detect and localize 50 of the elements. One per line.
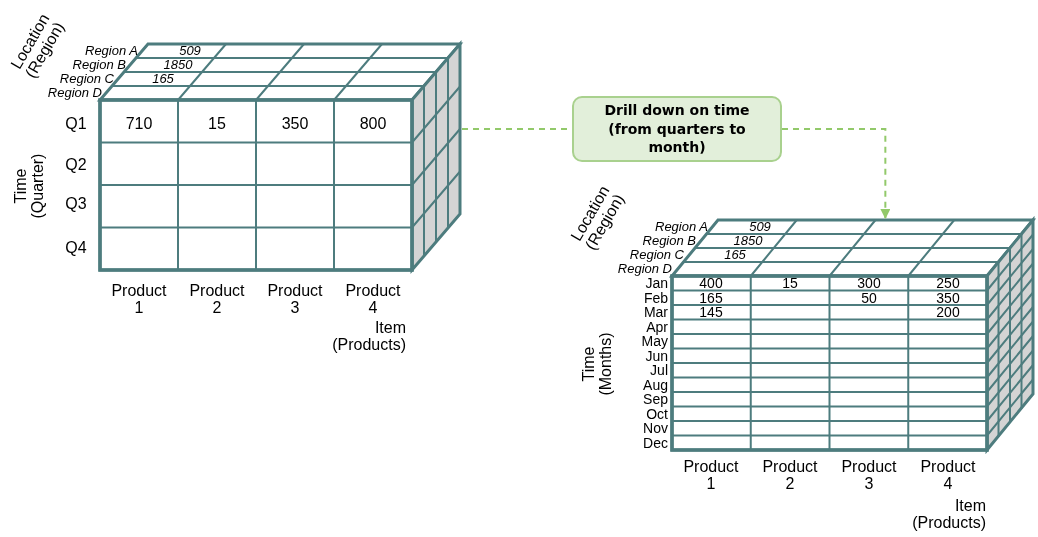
product-label: Product 1 <box>110 283 168 317</box>
product-label: Product 4 <box>919 459 977 493</box>
region-label: Region D <box>47 86 102 100</box>
product-label: Product 4 <box>344 283 402 317</box>
cell-value: 710 <box>125 115 153 133</box>
month-label: Nov <box>643 420 668 436</box>
product-label: Product 3 <box>840 459 898 493</box>
product-label: Product 1 <box>682 459 740 493</box>
cell-value: 165 <box>699 290 723 306</box>
month-label: Jul <box>650 362 668 378</box>
axis-title: Item (Products) <box>331 320 406 354</box>
region-label: Region B <box>72 58 126 72</box>
cell-value: 50 <box>861 290 877 306</box>
month-label: Dec <box>643 435 668 451</box>
product-label: Product 2 <box>188 283 246 317</box>
month-label: Aug <box>643 377 668 393</box>
cell-value: 1850 <box>163 58 193 72</box>
month-label: Feb <box>643 290 668 306</box>
cell-value: 509 <box>179 44 201 58</box>
month-label: Jun <box>645 348 668 364</box>
region-label: Region B <box>642 234 696 248</box>
month-label: Oct <box>646 406 668 422</box>
cell-value: 350 <box>936 290 960 306</box>
cell-value: 509 <box>749 220 771 234</box>
cell-value: 15 <box>782 275 798 291</box>
cell-value: 15 <box>208 115 226 133</box>
cell-value: 165 <box>152 72 174 86</box>
region-label: Region D <box>617 262 672 276</box>
region-label: Region A <box>655 220 708 234</box>
month-label: Apr <box>646 319 668 335</box>
product-label: Product 2 <box>761 459 819 493</box>
dashed-arrow <box>781 128 891 219</box>
axis-title: Time (Quarter) <box>13 152 47 221</box>
region-label: Region A <box>85 44 138 58</box>
month-label: Mar <box>643 304 668 320</box>
region-label: Region C <box>629 248 684 262</box>
cell-value: 165 <box>724 248 746 262</box>
axis-title: Time (Months) <box>581 331 615 398</box>
month-label: Jan <box>645 275 668 291</box>
cell-value: 300 <box>857 275 881 291</box>
axis-title: Item (Products) <box>911 498 986 532</box>
cell-value: 1850 <box>733 234 763 248</box>
product-label: Product 3 <box>266 283 324 317</box>
cell-value: 350 <box>281 115 309 133</box>
process-box: Drill down on time (from quarters to month) <box>572 96 782 162</box>
cell-value: 800 <box>359 115 387 133</box>
cell-value: 145 <box>699 304 723 320</box>
cell-value: 200 <box>936 304 960 320</box>
cell-value: 400 <box>699 275 723 291</box>
cell-value: 250 <box>936 275 960 291</box>
